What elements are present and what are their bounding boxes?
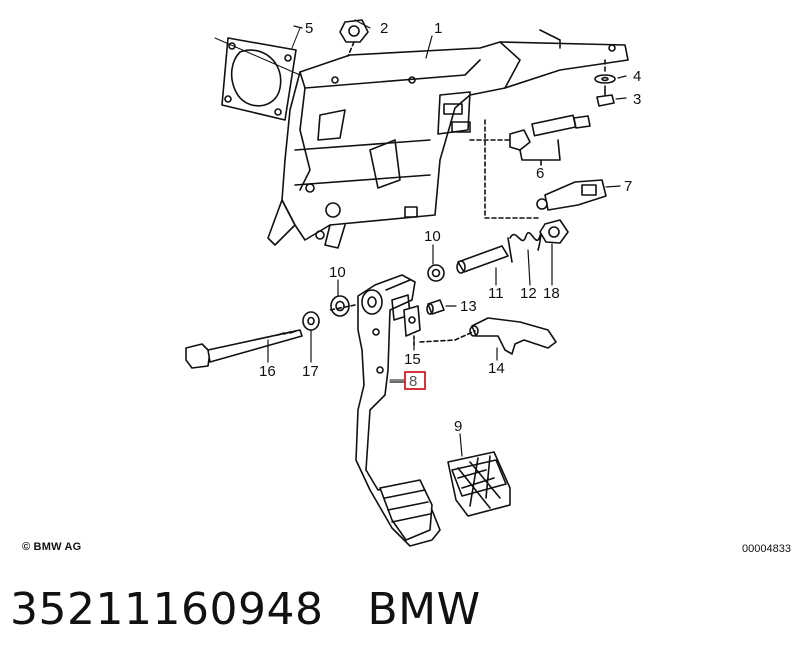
callout-2: 2 — [380, 20, 388, 37]
callout-9: 9 — [454, 418, 462, 435]
callout-15: 15 — [404, 351, 421, 368]
highlight-box — [404, 371, 426, 390]
nut-part-2 — [339, 19, 369, 57]
callout-8: 8 — [409, 373, 417, 390]
washer-part-17 — [302, 311, 320, 331]
pedal-assembly-diagram: 1 2 3 4 5 6 7 8 9 10 10 11 12 13 14 15 1… — [185, 19, 641, 547]
bolt-part-3 — [596, 59, 615, 107]
brake-light-switch-part-6 — [469, 114, 591, 166]
callout-3: 3 — [633, 91, 641, 108]
bushing-part-10-lower — [329, 295, 356, 317]
callout-5: 5 — [305, 20, 313, 37]
callout-17: 17 — [302, 363, 319, 380]
brand-name: BMW — [367, 584, 481, 635]
sleeve-part-11 — [456, 245, 509, 274]
callout-16: 16 — [259, 363, 276, 380]
callout-12: 12 — [520, 285, 537, 302]
spring-part-12 — [507, 232, 542, 263]
callout-6: 6 — [536, 165, 544, 182]
clutch-pedal-part-8 — [355, 274, 441, 547]
callout-14: 14 — [488, 360, 505, 377]
callout-1: 1 — [434, 20, 442, 37]
pedal-pad-part-9 — [447, 451, 511, 517]
callout-18: 18 — [543, 285, 560, 302]
clip-part-15 — [403, 305, 421, 349]
callout-7: 7 — [624, 178, 632, 195]
callout-10-upper: 10 — [424, 228, 441, 245]
nut-part-18 — [539, 219, 569, 244]
callout-13: 13 — [460, 298, 477, 315]
bolt-part-16 — [185, 329, 303, 369]
diagram-code: 00004833 — [742, 543, 791, 555]
switch-part-7 — [484, 119, 607, 219]
pedal-bracket-part-1 — [267, 29, 629, 249]
part-number: 35211160948 — [10, 584, 324, 635]
pushrod-part-14 — [419, 317, 557, 355]
washer-part-4 — [594, 74, 616, 84]
pin-part-13 — [426, 299, 445, 315]
callout-10-lower: 10 — [329, 264, 346, 281]
gasket-plate-part-5 — [214, 27, 301, 121]
callout-4: 4 — [633, 68, 641, 85]
bushing-part-10-upper — [427, 264, 445, 282]
copyright-notice: © BMW AG — [22, 541, 82, 553]
part-number-caption: 35211160948 BMW — [10, 584, 481, 635]
callout-11: 11 — [488, 285, 504, 302]
